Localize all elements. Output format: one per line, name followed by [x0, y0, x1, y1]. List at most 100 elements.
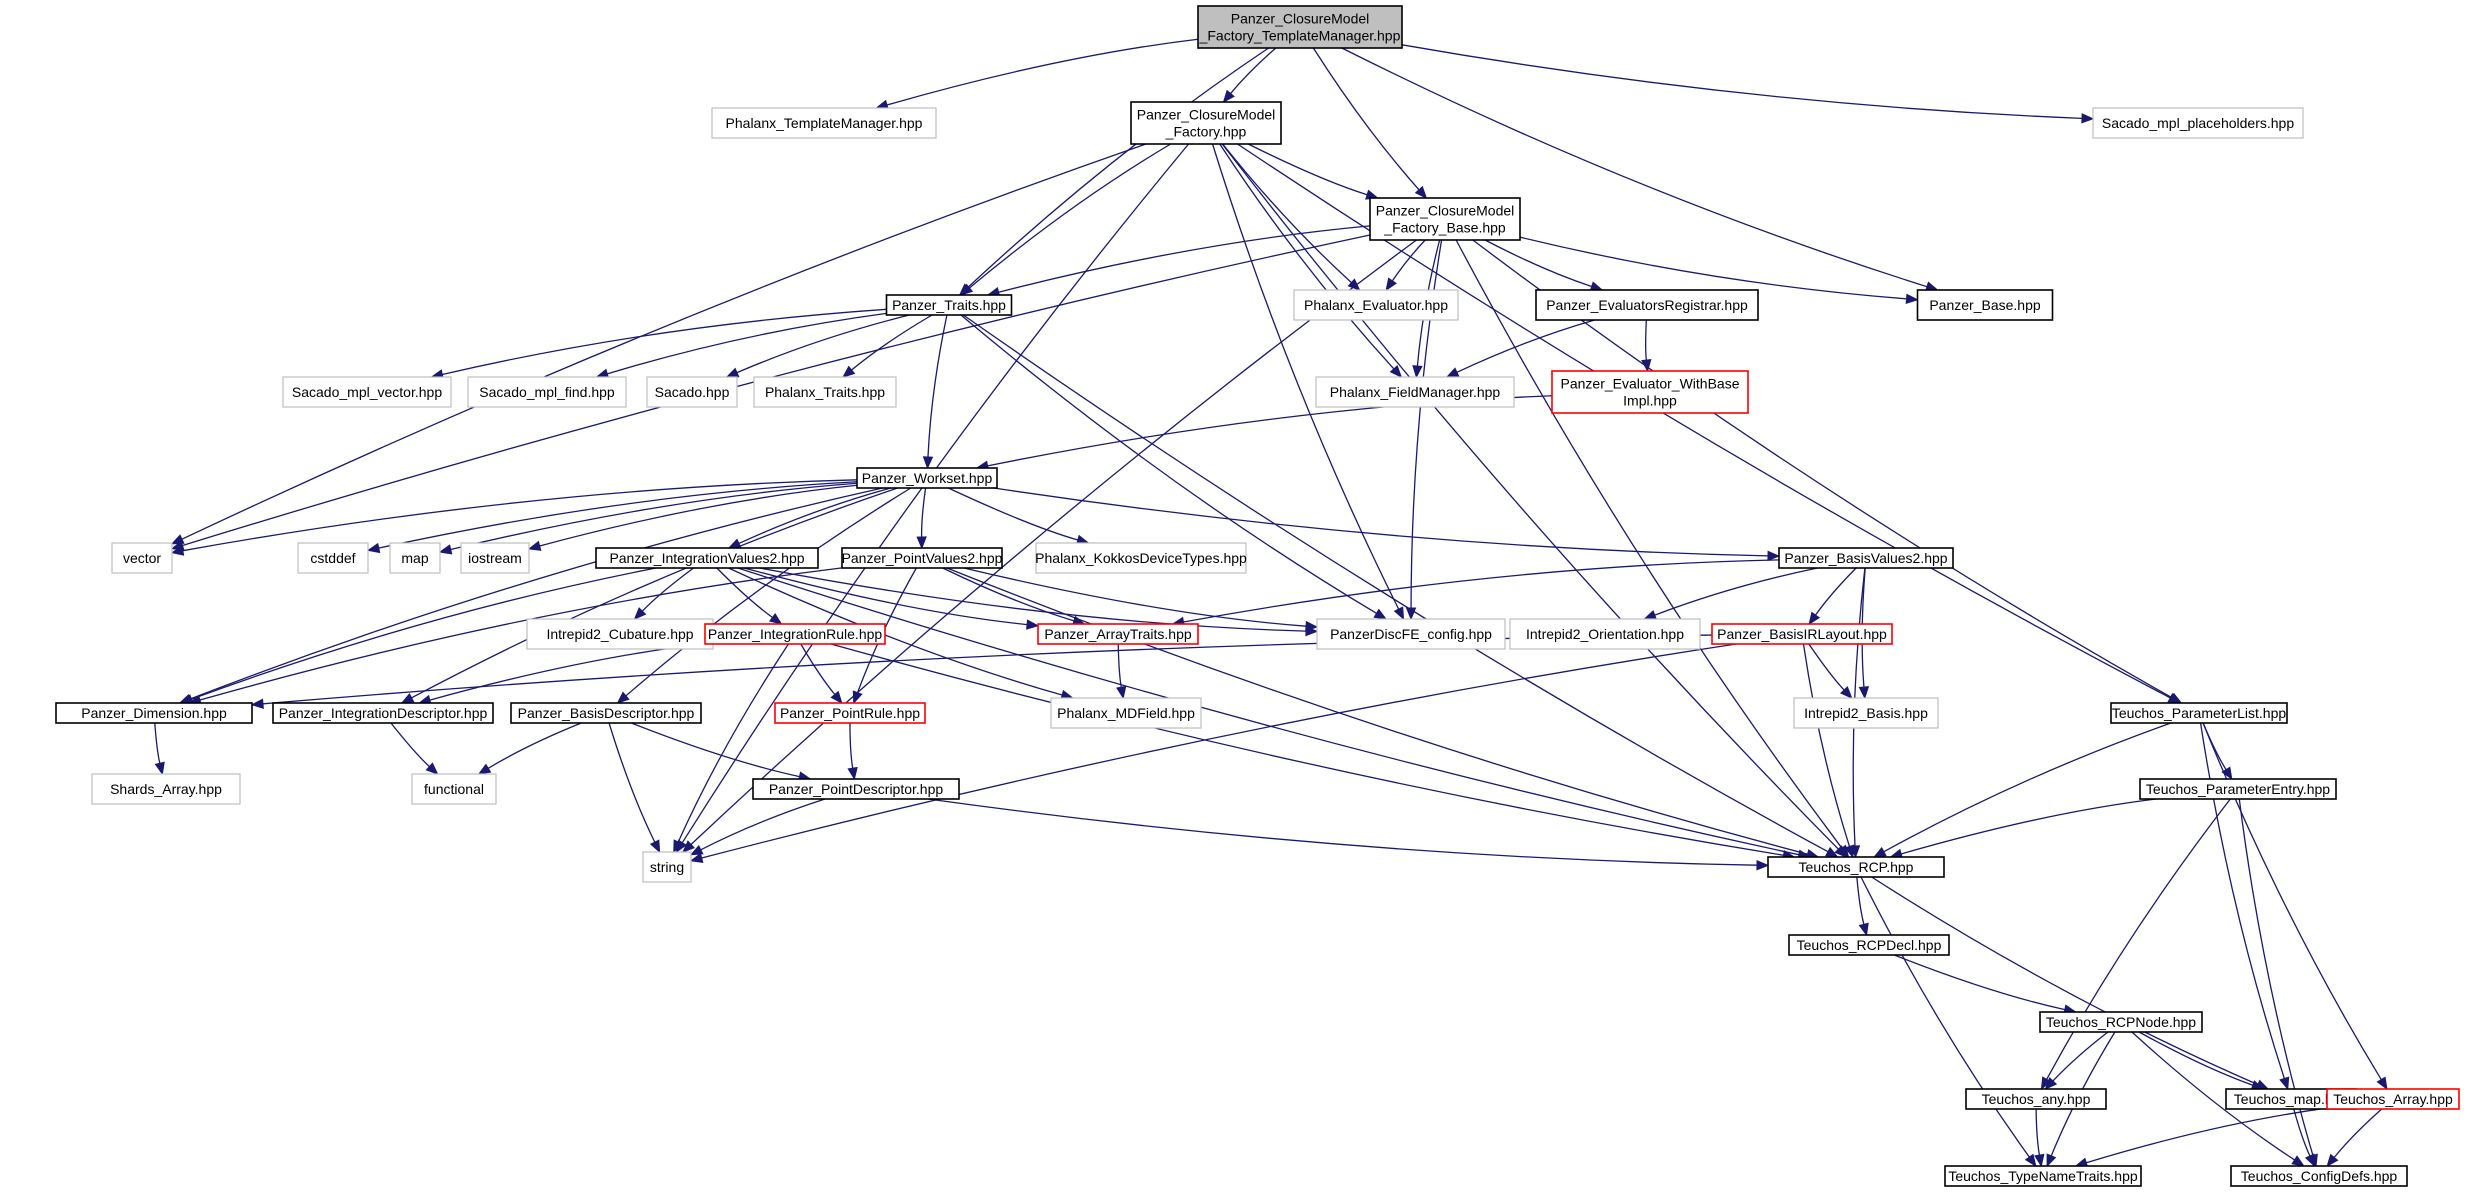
node-panzer-pointvalues2-hpp[interactable]: Panzer_PointValues2.hpp	[841, 547, 1003, 569]
node-label: Intrepid2_Cubature.hpp	[546, 626, 693, 642]
edge-bv2-to-int2orient	[1643, 567, 1818, 620]
edge-line	[736, 314, 910, 374]
edge-ptdesc-to-rcp	[928, 798, 1770, 871]
edge-line	[927, 314, 948, 458]
edge-line	[962, 314, 1829, 853]
node-phalanx-kokkosdevicetypes-hpp[interactable]: Phalanx_KokkosDeviceTypes.hpp	[1035, 542, 1247, 574]
node-phalanx-mdfield-hpp[interactable]: Phalanx_MDField.hpp	[1050, 697, 1202, 729]
node-intrepid2-basis-hpp[interactable]: Intrepid2_Basis.hpp	[1793, 697, 1939, 729]
arrowhead	[959, 283, 974, 296]
edge-line	[487, 722, 582, 769]
node-phalanx-evaluator-hpp[interactable]: Phalanx_Evaluator.hpp	[1293, 289, 1459, 321]
nodes-layer: Panzer_ClosureModel_Factory_TemplateMana…	[55, 5, 2460, 1187]
node-functional[interactable]: functional	[411, 773, 497, 805]
edge-line	[608, 722, 656, 843]
node-panzer-traits-hpp[interactable]: Panzer_Traits.hpp	[885, 294, 1013, 316]
node-label: vector	[123, 550, 161, 566]
edge-bv2-to-arrtraits	[1171, 559, 1780, 628]
node-iostream[interactable]: iostream	[460, 542, 530, 574]
node-map[interactable]: map	[389, 542, 441, 574]
edge-root-to-cmfb	[1312, 47, 1428, 199]
node-panzer-basisdescriptor-hpp[interactable]: Panzer_BasisDescriptor.hpp	[510, 702, 702, 724]
edge-pv2-to-discfe	[963, 567, 1319, 632]
node-teuchos-map-hpp[interactable]: Teuchos_map.hpp	[2225, 1088, 2357, 1110]
edge-tarray-to-typename	[2074, 1107, 2328, 1168]
edge-line	[2333, 1108, 2383, 1158]
node-label: Panzer_IntegrationValues2.hpp	[609, 550, 804, 566]
edge-line	[2086, 1107, 2328, 1164]
node-panzer-closuremodel-factory-hpp[interactable]: Panzer_ClosureModel_Factory.hpp	[1130, 101, 1282, 145]
node-label: Teuchos_RCPDecl.hpp	[1797, 937, 1942, 953]
edge-cmfb-to-phx_eval	[1385, 239, 1426, 292]
node-sacado-hpp[interactable]: Sacado.hpp	[646, 376, 738, 408]
node-panzer-dimension-hpp[interactable]: Panzer_Dimension.hpp	[55, 702, 253, 724]
arrowhead	[847, 766, 858, 781]
arrowhead	[2034, 1153, 2045, 1168]
edge-intrule-to-string	[673, 643, 789, 854]
node-sacado-mpl-placeholders-hpp[interactable]: Sacado_mpl_placeholders.hpp	[2092, 107, 2304, 139]
node-teuchos-rcpdecl-hpp[interactable]: Teuchos_RCPDecl.hpp	[1788, 934, 1950, 956]
node-teuchos-any-hpp[interactable]: Teuchos_any.hpp	[1965, 1088, 2107, 1110]
edge-line	[738, 487, 891, 545]
node-panzer-integrationvalues2-hpp[interactable]: Panzer_IntegrationValues2.hpp	[595, 547, 819, 569]
node-box	[55, 702, 253, 724]
node-panzer-pointdescriptor-hpp[interactable]: Panzer_PointDescriptor.hpp	[752, 778, 960, 800]
node-intrepid2-cubature-hpp[interactable]: Intrepid2_Cubature.hpp	[526, 618, 714, 650]
node-panzerdiscfe-config-hpp[interactable]: PanzerDiscFE_config.hpp	[1316, 618, 1506, 650]
node-panzer-integrationdescriptor-hpp[interactable]: Panzer_IntegrationDescriptor.hpp	[272, 702, 494, 724]
node-sacado-mpl-vector-hpp[interactable]: Sacado_mpl_vector.hpp	[282, 376, 452, 408]
edge-line	[960, 314, 1377, 614]
node-teuchos-typenametraits-hpp[interactable]: Teuchos_TypeNameTraits.hpp	[1944, 1165, 2142, 1187]
node-label: Panzer_BasisIRLayout.hpp	[1717, 626, 1887, 642]
node-phalanx-fieldmanager-hpp[interactable]: Phalanx_FieldManager.hpp	[1315, 376, 1515, 408]
node-vector[interactable]: vector	[111, 542, 173, 574]
node-panzer-integrationrule-hpp[interactable]: Panzer_IntegrationRule.hpp	[704, 623, 886, 645]
edge-evalreg-to-evalwb	[1641, 319, 1652, 373]
node-teuchos-array-hpp[interactable]: Teuchos_Array.hpp	[2326, 1088, 2460, 1110]
node-panzer-basisirlayout-hpp[interactable]: Panzer_BasisIRLayout.hpp	[1711, 623, 1893, 645]
node-box	[2326, 1088, 2460, 1110]
node-label: Panzer_ClosureModel	[1376, 203, 1515, 219]
edge-line	[968, 143, 1172, 289]
edge-cmf-to-rcp	[1221, 143, 1848, 858]
node-label: Panzer_Dimension.hpp	[81, 705, 227, 721]
node-teuchos-rcp-hpp[interactable]: Teuchos_RCP.hpp	[1767, 856, 1945, 878]
edge-line	[759, 567, 1307, 632]
node-panzer-closuremodel-factory-base-hpp[interactable]: Panzer_ClosureModel_Factory_Base.hpp	[1369, 197, 1521, 241]
node-box	[2230, 1165, 2408, 1187]
node-panzer-evaluatorsregistrar-hpp[interactable]: Panzer_EvaluatorsRegistrar.hpp	[1535, 289, 1759, 321]
node-panzer-arraytraits-hpp[interactable]: Panzer_ArrayTraits.hpp	[1037, 623, 1199, 645]
node-panzer-base-hpp[interactable]: Panzer_Base.hpp	[1916, 289, 2054, 321]
node-label: Teuchos_RCPNode.hpp	[2046, 1014, 2196, 1030]
node-phalanx-templatemanager-hpp[interactable]: Phalanx_TemplateManager.hpp	[711, 107, 937, 139]
node-teuchos-parameterlist-hpp[interactable]: Teuchos_ParameterList.hpp	[2110, 702, 2288, 724]
node-teuchos-rcpnode-hpp[interactable]: Teuchos_RCPNode.hpp	[2039, 1011, 2203, 1033]
node-box	[272, 702, 494, 724]
edge-line	[1808, 643, 1845, 691]
edge-workset-to-map	[438, 482, 858, 555]
edge-line	[701, 643, 1737, 859]
arrowhead	[922, 456, 934, 470]
node-teuchos-parameterentry-hpp[interactable]: Teuchos_ParameterEntry.hpp	[2139, 778, 2337, 800]
arrowhead	[250, 698, 264, 709]
node-shards-array-hpp[interactable]: Shards_Array.hpp	[91, 773, 241, 805]
node-intrepid2-orientation-hpp[interactable]: Intrepid2_Orientation.hpp	[1509, 618, 1701, 650]
node-phalanx-traits-hpp[interactable]: Phalanx_Traits.hpp	[753, 376, 897, 408]
edge-line	[625, 487, 912, 697]
edge-line	[2035, 1108, 2041, 1156]
node-box	[1197, 5, 1403, 49]
node-panzer-pointrule-hpp[interactable]: Panzer_PointRule.hpp	[774, 702, 926, 724]
node-panzer-closuremodel-factory-templatemanager-hpp[interactable]: Panzer_ClosureModel_Factory_TemplateMana…	[1197, 5, 1403, 49]
node-panzer-workset-hpp[interactable]: Panzer_Workset.hpp	[856, 467, 998, 489]
edge-line	[1645, 319, 1647, 361]
arrowhead	[2291, 1155, 2305, 1167]
node-cstddef[interactable]: cstddef	[297, 542, 369, 574]
edge-rcpnode-to-tmap	[2138, 1031, 2265, 1091]
node-string[interactable]: string	[642, 851, 692, 883]
edge-line	[1894, 954, 2065, 1011]
node-teuchos-configdefs-hpp[interactable]: Teuchos_ConfigDefs.hpp	[2230, 1165, 2408, 1187]
edge-iv2-to-int2cub	[633, 567, 694, 620]
node-sacado-mpl-find-hpp[interactable]: Sacado_mpl_find.hpp	[467, 376, 627, 408]
node-panzer-basisvalues2-hpp[interactable]: Panzer_BasisValues2.hpp	[1778, 547, 1954, 569]
